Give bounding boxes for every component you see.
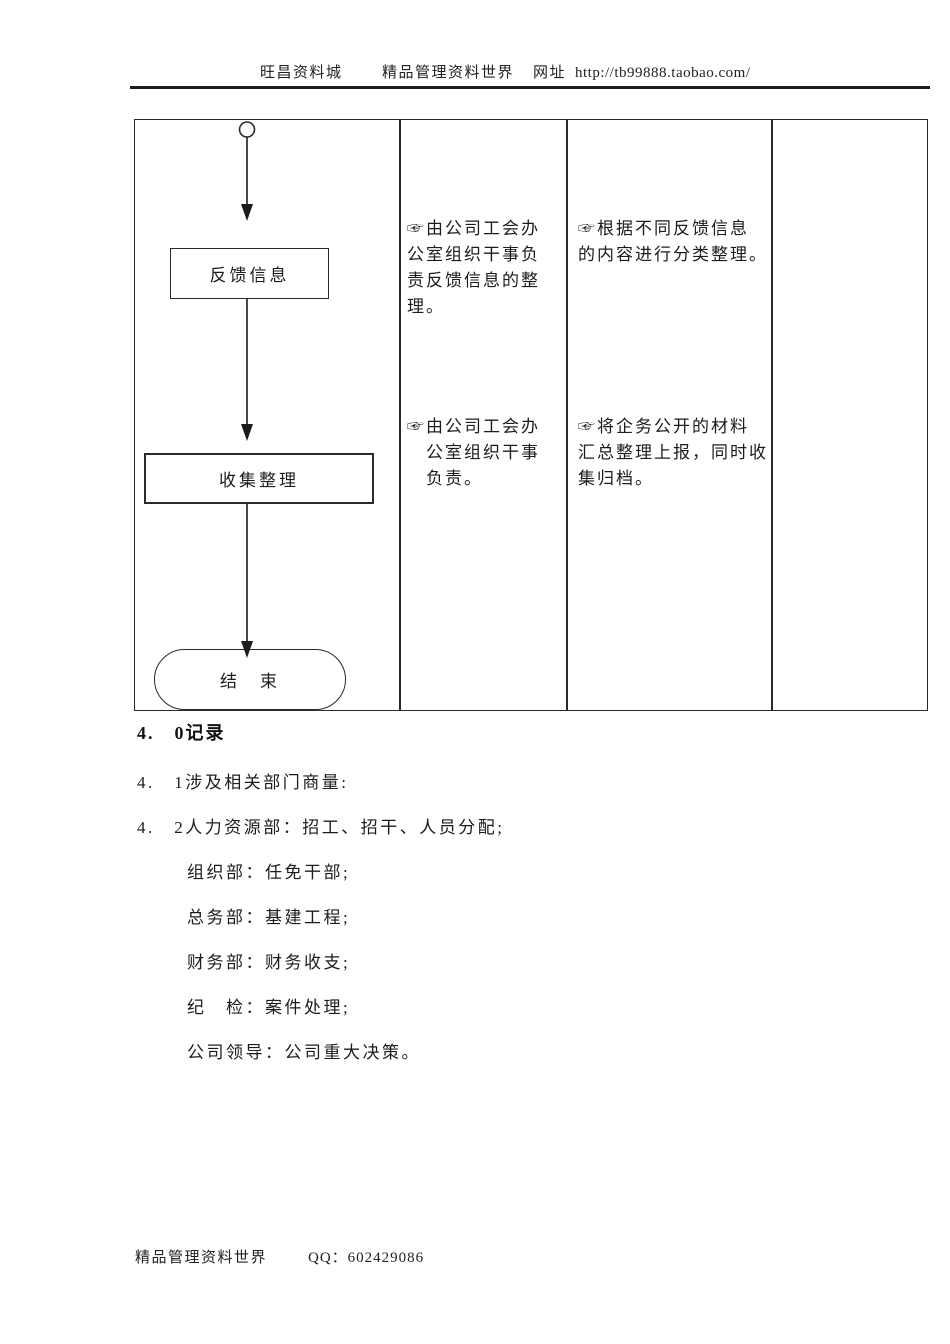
cell-responsibility-row1: ☞由公司工会办 公室组织干事负 责反馈信息的整 理。 [407, 219, 540, 316]
records-heading: 4. 0记录 [137, 723, 226, 743]
records-section: 4. 0记录 4. 1涉及相关部门商量: 4. 2人力资源部：招工、招干、人员分… [137, 720, 877, 1086]
arrowhead-down-icon-2 [241, 424, 253, 441]
header-divider-rule [130, 86, 930, 89]
cell-responsibility-row2: ☞由公司工会办 公室组织干事 负责。 [407, 417, 540, 488]
record-line: 财务部：财务收支; [187, 953, 351, 972]
record-line: 4. 2人力资源部：招工、招干、人员分配; [137, 818, 505, 837]
footer-qq: QQ：602429086 [308, 1250, 425, 1266]
header-url: http://tb99888.taobao.com/ [575, 65, 751, 81]
column-separator-3 [771, 120, 773, 710]
start-circle-icon [238, 121, 256, 138]
column-separator-2 [566, 120, 568, 710]
footer-brand: 精品管理资料世界 [135, 1250, 268, 1266]
record-line: 4. 1涉及相关部门商量: [137, 773, 349, 792]
flowchart-end-terminator: 结 束 [154, 649, 346, 710]
cell-description-row2: ☞将企务公开的材料 汇总整理上报，同时收 集归档。 [578, 417, 768, 488]
cell-description-row1: ☞根据不同反馈信息 的内容进行分类整理。 [578, 219, 768, 264]
record-line: 组织部：任免干部; [187, 863, 351, 882]
header-brand-name: 精品管理资料世界 [382, 65, 515, 81]
flowchart-step-feedback: 反馈信息 [170, 248, 329, 299]
flowchart-step-feedback-label: 反馈信息 [209, 266, 290, 285]
record-line: 总务部：基建工程; [187, 908, 351, 927]
header-url-group: 网址 http://tb99888.taobao.com/ [533, 61, 751, 82]
process-table: 反馈信息 收集整理 结 束 ☞由公司工会办 公室组织干事负 责反馈信息的整 理。… [134, 119, 928, 711]
flowchart-step-collect: 收集整理 [144, 453, 374, 504]
record-line: 公司领导：公司重大决策。 [187, 1043, 421, 1062]
arrowhead-down-icon-1 [241, 204, 253, 221]
header-site-name: 旺昌资料城 [260, 65, 343, 81]
flowchart-step-collect-label: 收集整理 [219, 471, 299, 490]
header-url-label: 网址 [533, 65, 567, 81]
column-separator-1 [399, 120, 401, 710]
record-line: 纪 检：案件处理; [187, 998, 351, 1017]
flowchart-end-label: 结 束 [220, 672, 280, 691]
